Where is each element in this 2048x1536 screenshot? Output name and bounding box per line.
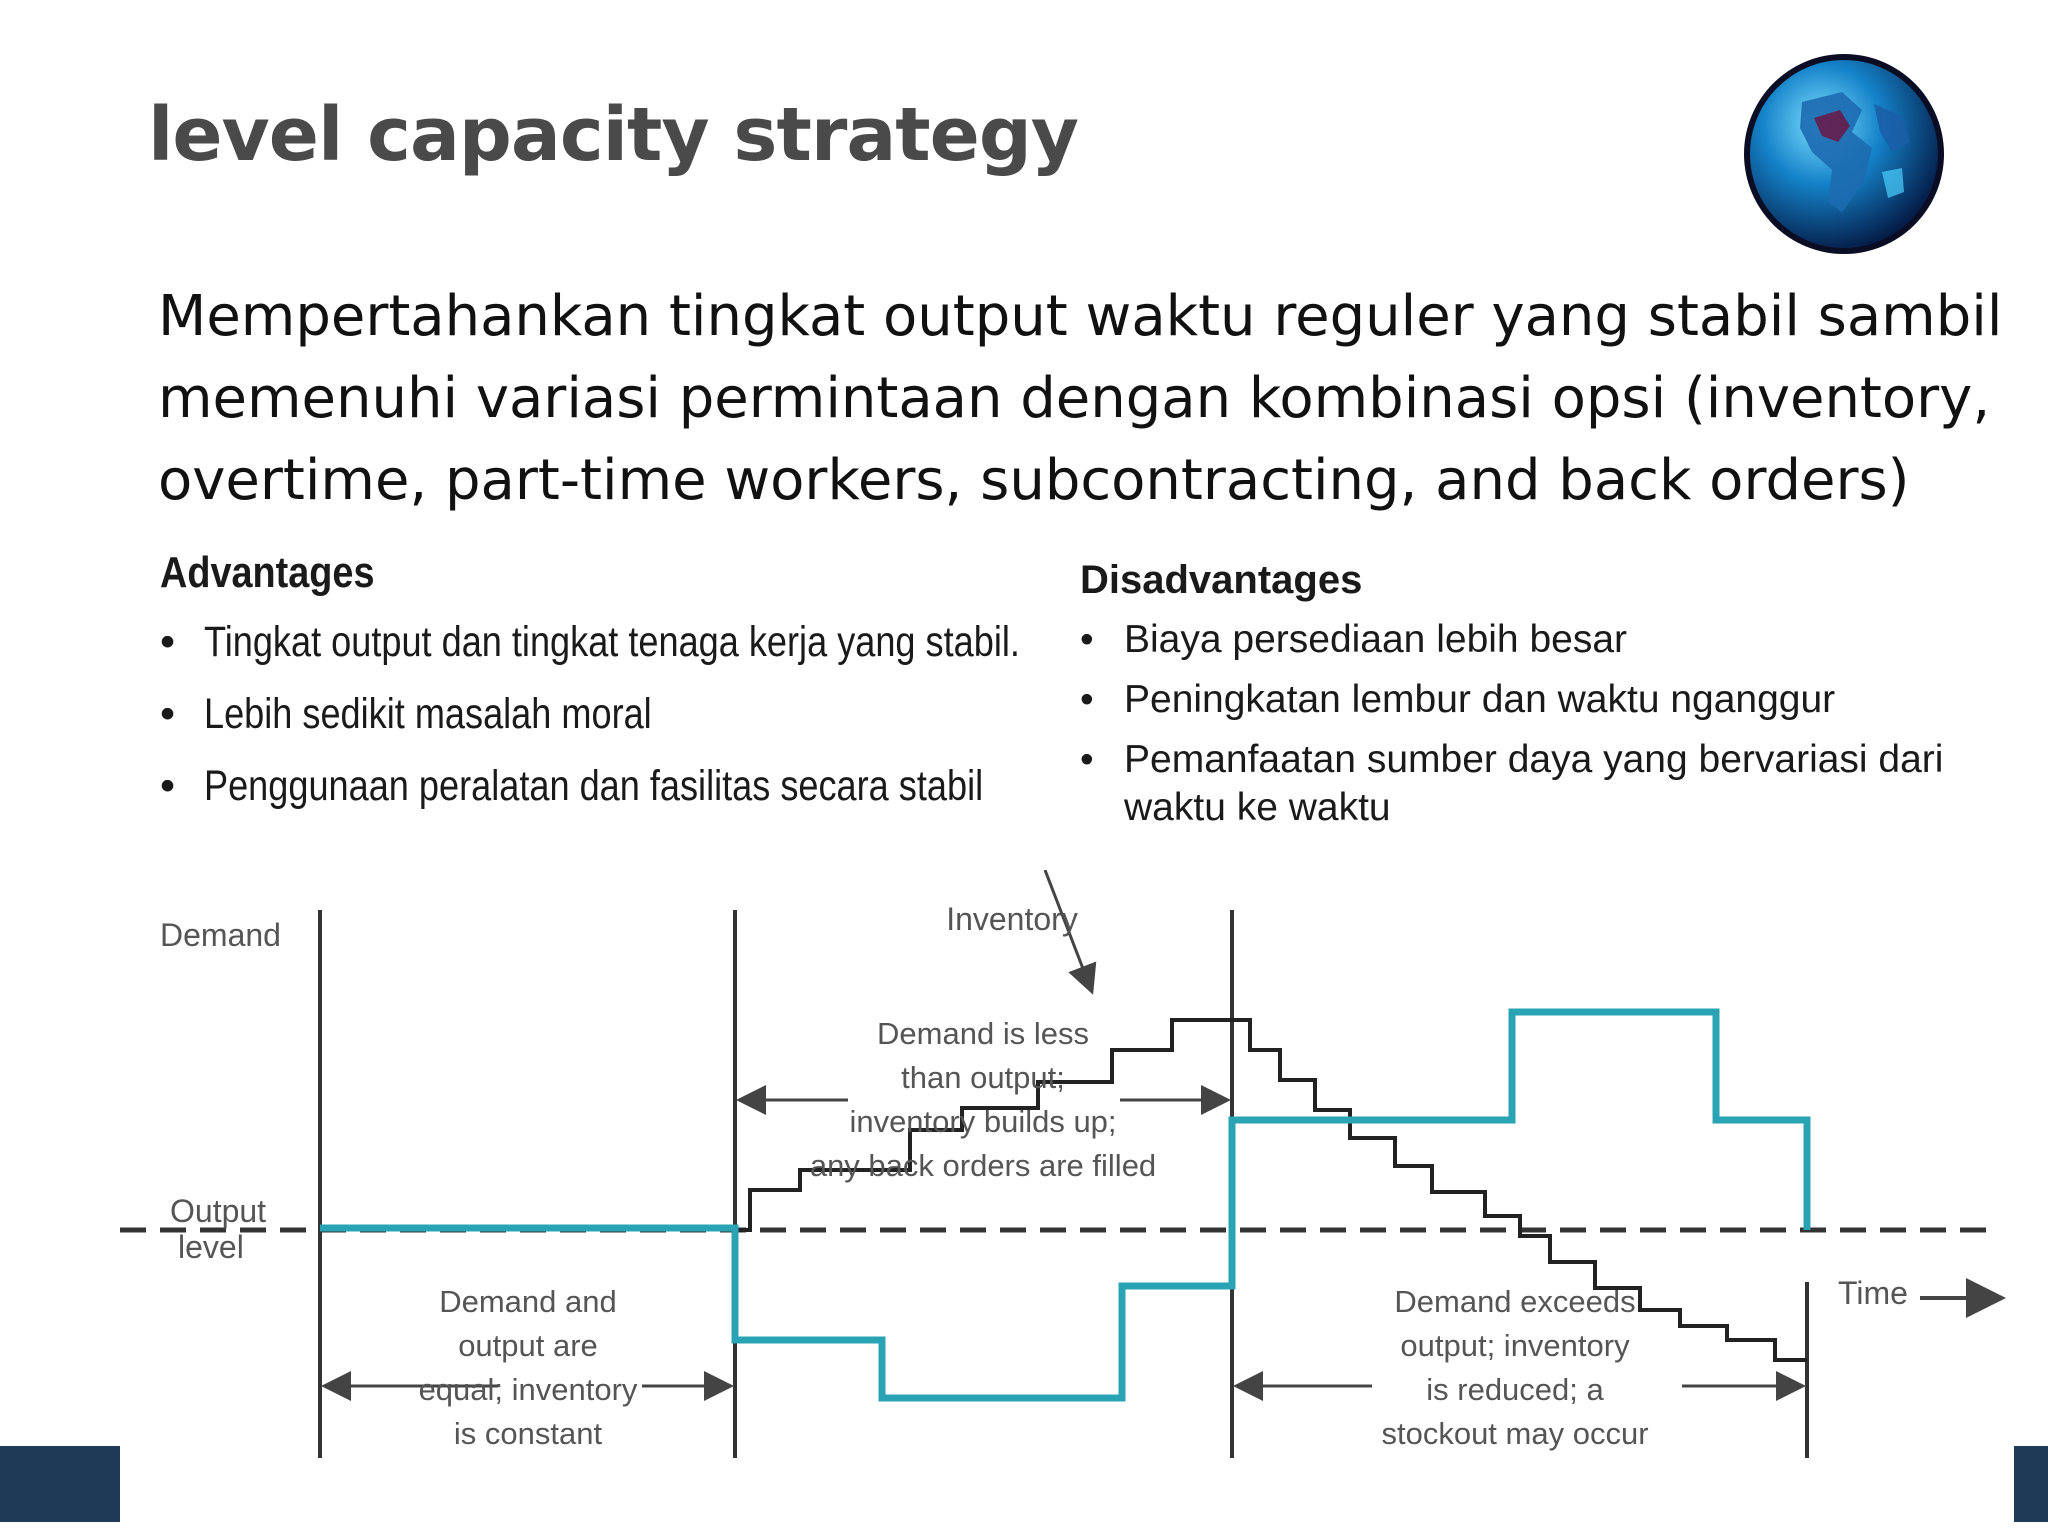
intro-text: Mempertahankan tingkat output waktu regu… <box>158 276 2018 522</box>
list-item: Lebih sedikit masalah moral <box>160 690 1175 762</box>
disadvantages-list: Biaya persediaan lebih besar Peningkatan… <box>1080 616 2040 844</box>
output-label: Output <box>170 1193 266 1229</box>
zone2-text: than output; <box>901 1060 1065 1095</box>
zone2-text: any back orders are filled <box>810 1148 1156 1183</box>
time-label: Time <box>1838 1275 1908 1311</box>
intro-line: memenuhi variasi permintaan dengan kombi… <box>158 366 1991 431</box>
list-item: Tingkat output dan tingkat tenaga kerja … <box>160 618 1175 690</box>
advantages-list: Tingkat output dan tingkat tenaga kerja … <box>160 618 1175 834</box>
zone3-text: stockout may occur <box>1381 1416 1648 1451</box>
footer-band-left <box>0 1446 120 1522</box>
intro-line: overtime, part-time workers, subcontract… <box>158 448 1910 513</box>
zone1-text: Demand and <box>439 1284 617 1319</box>
footer-band-right <box>2014 1446 2048 1522</box>
list-item: Peningkatan lembur dan waktu nganggur <box>1080 676 2040 724</box>
output-label: level <box>178 1229 244 1265</box>
zone2-text: Demand is less <box>877 1016 1089 1051</box>
inventory-pointer <box>1043 870 1097 995</box>
zone3-text: output; inventory <box>1400 1328 1630 1363</box>
zone1-text: equal; inventory <box>419 1372 638 1407</box>
slide-title: level capacity strategy <box>148 92 1079 178</box>
zone3-text: is reduced; a <box>1426 1372 1604 1407</box>
list-item: Pemanfaatan sumber daya yang bervariasi … <box>1080 736 2040 832</box>
level-capacity-diagram: Demand Output level Time Inventory Deman… <box>120 870 2006 1458</box>
zone1-text: is constant <box>454 1416 603 1451</box>
inventory-line <box>735 1018 1807 1362</box>
inventory-label: Inventory <box>946 901 1078 937</box>
y-axis-label: Demand <box>160 917 281 953</box>
list-item: Penggunaan peralatan dan fasilitas secar… <box>160 762 1175 834</box>
list-item: Biaya persediaan lebih besar <box>1080 616 2040 664</box>
zone1-text: output are <box>458 1328 598 1363</box>
advantages-heading: Advantages <box>160 548 375 597</box>
zone3-text: Demand exceeds <box>1394 1284 1635 1319</box>
demand-line <box>320 1008 1811 1402</box>
globe-icon <box>1744 54 1944 254</box>
zone2-text: inventory builds up; <box>849 1104 1116 1139</box>
intro-line: Mempertahankan tingkat output waktu regu… <box>158 284 2003 349</box>
disadvantages-heading: Disadvantages <box>1080 558 1363 602</box>
